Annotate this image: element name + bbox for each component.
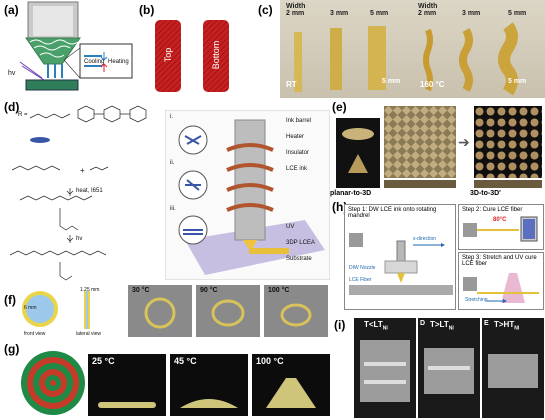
panel-e: (e) ➔ planar-to-3D 3D-to-3D' — [330, 100, 545, 200]
step1-box: Step 1: DW LCE ink onto rotating mandrel… — [344, 204, 456, 310]
cooling-text: Cooling — [84, 59, 105, 65]
plus-amine: + — [80, 166, 85, 175]
c-label-1: Width 2 mm — [286, 3, 306, 17]
f-photo-2 — [196, 285, 260, 337]
panel-h: (h) Step 1: DW LCE ink onto rotating man… — [330, 200, 545, 310]
temp-text: 80°C — [493, 217, 507, 223]
e-photo-left — [336, 118, 380, 188]
panel-e-label: (e) — [332, 100, 347, 114]
planar-label: planar-to-3D — [330, 190, 372, 197]
ring-schematic — [22, 291, 90, 329]
f-temp-3: 100 °C — [268, 287, 290, 294]
part-insulator: Insulator — [286, 150, 310, 156]
g-photo-1 — [88, 354, 166, 416]
panel-f-label: (f) — [4, 293, 16, 307]
scale-left: 5 mm — [382, 78, 401, 85]
c-label-4: Width 2 mm — [418, 3, 438, 17]
g-temp-2: 45 °C — [174, 356, 197, 366]
roman-iii: iii. — [170, 206, 176, 212]
i-photo-3 — [482, 318, 544, 418]
g-photo-2 — [170, 354, 248, 416]
e-photo-grid-strip — [384, 180, 456, 188]
fiber-text: LCE Fiber — [349, 277, 372, 283]
roman-i: i. — [170, 114, 173, 120]
panel-a: (a) hv Cooling Heating — [0, 0, 135, 100]
xdir-text: x-direction — [413, 236, 437, 242]
step3-text: Step 3: Stretch and UV cure LCE fiber — [462, 255, 537, 267]
part-substrate: Substrate — [286, 256, 312, 262]
panel-g-label: (g) — [4, 342, 20, 356]
part-uv: UV — [286, 224, 295, 230]
panel-i: (i) T<LTNI D T>LTNI E T>HTNI — [330, 312, 545, 420]
i-cond-2: T>LTNI — [430, 320, 454, 332]
arrow-icon: ➔ — [458, 134, 470, 150]
nozzle-schematic — [19, 1, 133, 91]
stretching-text: Stretching — [465, 297, 488, 303]
hot-label: 160 °C — [420, 80, 445, 89]
e-photo-domes — [474, 106, 542, 178]
i-photo-2 — [418, 318, 480, 418]
part-heater: Heater — [286, 134, 305, 140]
nozzle-text: DIW Nozzle — [349, 265, 376, 271]
front-view: front view — [24, 331, 46, 337]
panel-b-label: (b) — [139, 3, 155, 17]
heating-text: Heating — [108, 59, 129, 65]
panel-b: (b) Top Bottom — [135, 0, 250, 100]
dim-6mm: 6 mm — [24, 305, 37, 311]
c-label-5: 3 mm — [462, 10, 481, 17]
f-temp-1: 30 °C — [132, 287, 150, 294]
printed-strips — [155, 20, 229, 92]
panel-d: (d) R = + heat, I651 hv — [0, 100, 330, 285]
part-ink-barrel: Ink barrel — [286, 118, 312, 124]
panel-d-label: (d) — [4, 100, 20, 114]
f-photo-3 — [264, 285, 328, 337]
heat-text: heat, I651 — [76, 188, 103, 194]
g-temp-1: 25 °C — [92, 356, 115, 366]
i-photo-1 — [354, 318, 416, 418]
dim-125mm: 1.25 mm — [80, 287, 100, 293]
f-photo-1 — [128, 285, 192, 337]
panel-h-label: (h) — [332, 200, 348, 214]
bottom-label: Bottom — [211, 40, 221, 70]
printhead-schematic — [165, 110, 330, 280]
rt-label: RT — [286, 80, 297, 89]
g-photo-3 — [252, 354, 330, 416]
hv-arrow-text: hv — [76, 236, 83, 242]
top-label: Top — [163, 47, 173, 63]
i-letter-e: E — [484, 320, 489, 327]
step3-box: Step 3: Stretch and UV cure LCE fiber St… — [458, 252, 544, 310]
panel-c: (c) Width 2 mm 3 mm 5 mm Width 2 mm 3 mm… — [250, 0, 545, 100]
e-photo-grid — [384, 106, 456, 178]
e-photo-domes-strip — [474, 180, 542, 188]
panel-i-label: (i) — [334, 318, 346, 332]
i-cond-1: T<LTNI — [364, 320, 388, 332]
chemistry-scheme — [9, 105, 147, 281]
i-letter-d: D — [420, 320, 426, 327]
roman-ii: ii. — [170, 160, 175, 166]
f-temp-2: 90 °C — [200, 287, 218, 294]
scale-right: 5 mm — [508, 78, 527, 85]
i-cond-3: T>HTNI — [494, 320, 520, 332]
step2-text: Step 2: Cure LCE fiber — [462, 207, 523, 213]
lateral-view: lateral view — [76, 331, 102, 337]
g-temp-3: 100 °C — [256, 356, 284, 366]
panel-f: (f) 6 mm 1.25 mm front view lateral view… — [0, 285, 330, 340]
panel-a-label: (a) — [4, 3, 19, 17]
strip-photo — [280, 0, 545, 98]
panel-g: (g) 25 °C 45 °C 100 °C — [0, 340, 330, 420]
r-equals: R = — [18, 112, 28, 118]
c-label-2: 3 mm — [330, 10, 349, 17]
spiral-schematic — [21, 351, 85, 415]
c-label-3: 5 mm — [370, 10, 389, 17]
hv-text: hv — [8, 70, 16, 77]
c-label-6: 5 mm — [508, 10, 527, 17]
part-lce-ink: LCE ink — [286, 166, 308, 172]
step2-box: Step 2: Cure LCE fiber 80°C — [458, 204, 544, 250]
step1-text: Step 1: DW LCE ink onto rotating mandrel — [348, 207, 437, 219]
part-3dp-lcea: 3DP LCEA — [286, 240, 315, 246]
panel-c-label: (c) — [258, 3, 273, 17]
threeD-label: 3D-to-3D' — [470, 190, 501, 197]
